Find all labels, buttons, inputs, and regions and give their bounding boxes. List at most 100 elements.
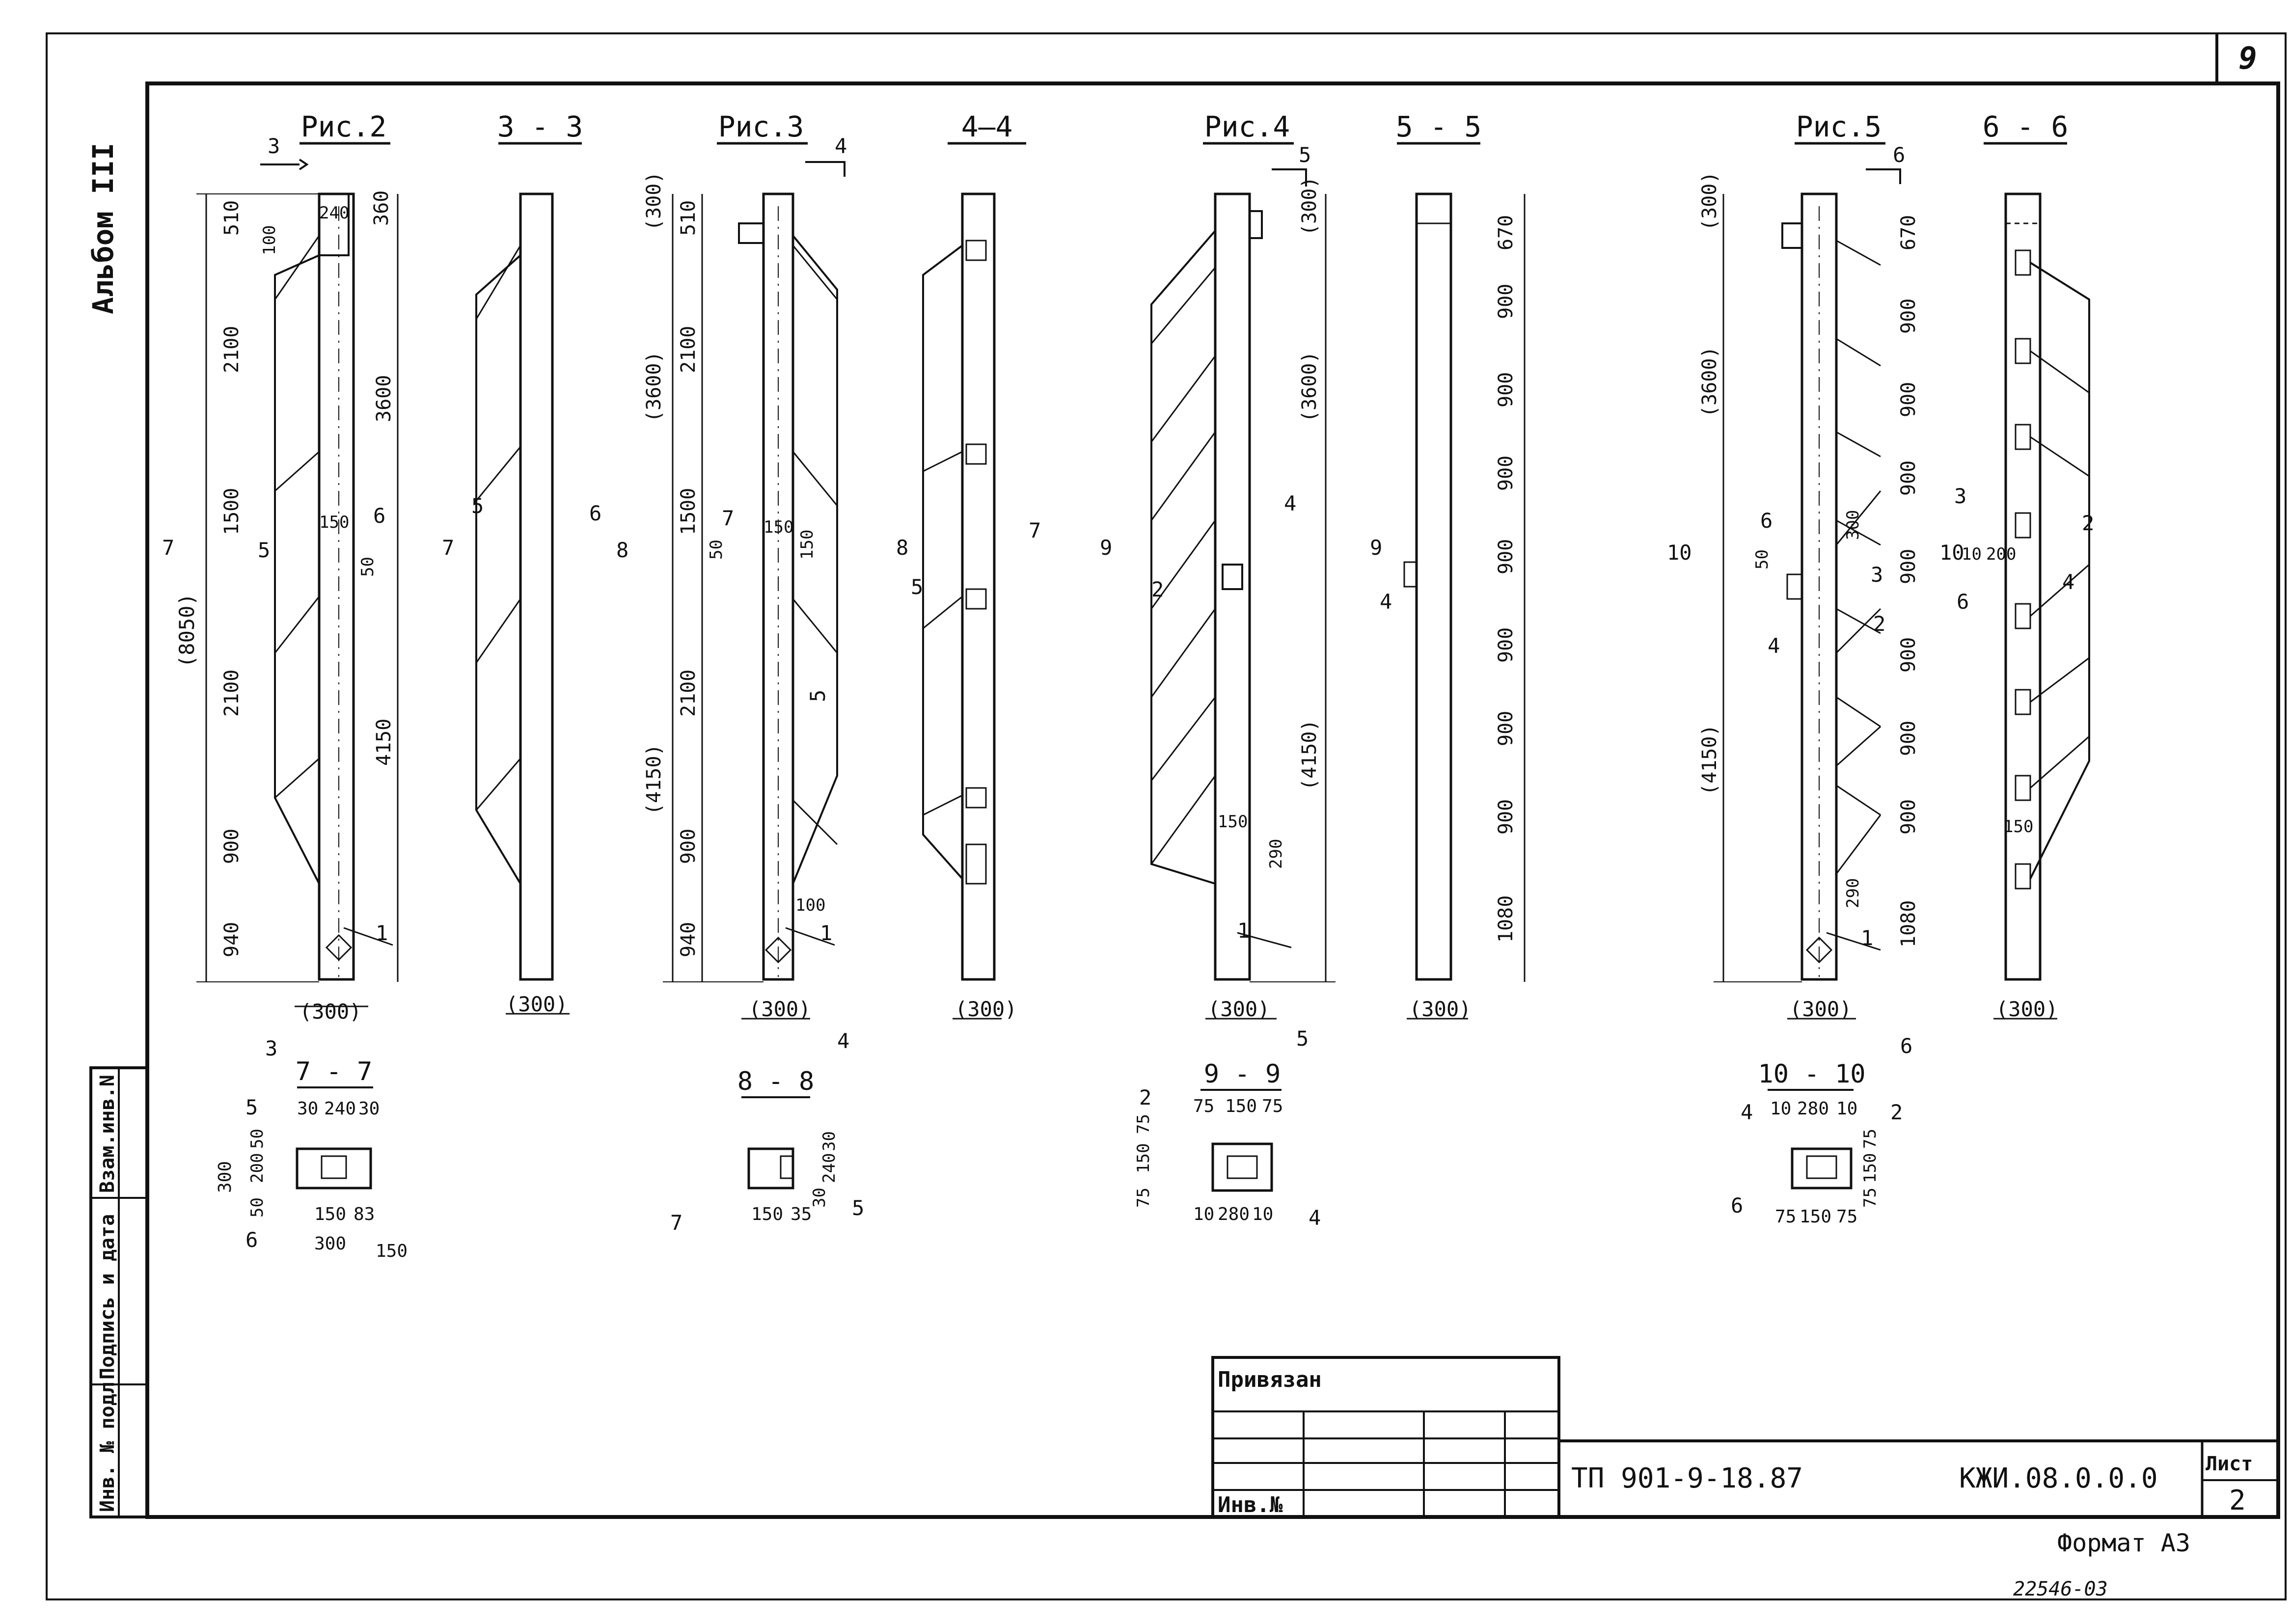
fig2-dim-2100a: 2100 bbox=[220, 326, 243, 373]
fig4-width: (300) bbox=[1208, 997, 1270, 1021]
s77-left-50a: 50 bbox=[247, 1129, 267, 1149]
fig3-dim-150a: 150 bbox=[764, 517, 793, 537]
s77-bottom-300: 300 bbox=[314, 1234, 346, 1254]
callout-6-s33: 6 bbox=[589, 501, 601, 525]
format-label: Формат А3 bbox=[2057, 1529, 2190, 1557]
cut-mark-4-top: 4 bbox=[835, 134, 847, 158]
section-5-5-title: 5 - 5 bbox=[1396, 110, 1482, 143]
s99-left-75b: 75 bbox=[1134, 1188, 1153, 1208]
section-8-8: 8 - 8 30 240 30 150 35 bbox=[737, 1067, 839, 1224]
cut-mark-8-right: 8 bbox=[896, 536, 908, 560]
fig4-dim-150: 150 bbox=[1218, 812, 1248, 832]
section-3-3-title: 3 - 3 bbox=[497, 110, 583, 143]
fig4-dimensions: (300) (3600) (4150) 150 290 (300) bbox=[1208, 177, 1321, 1021]
section-9-9-title: 9 - 9 bbox=[1204, 1059, 1281, 1089]
s55-dim-900a: 900 bbox=[1495, 284, 1517, 319]
callout-5-fig3: 5 bbox=[806, 690, 830, 702]
s1010-top-10a: 10 bbox=[1770, 1099, 1791, 1119]
fig3-dim-50: 50 bbox=[707, 540, 726, 560]
cut-mark-7-left: 7 bbox=[162, 536, 174, 560]
callout-4-s66: 4 bbox=[2062, 570, 2074, 594]
fig4-title: Рис.4 bbox=[1204, 110, 1290, 143]
page-number: 9 bbox=[2238, 40, 2257, 76]
cut-mark-9-left: 9 bbox=[1100, 536, 1112, 560]
fig3-dim-150b: 150 bbox=[797, 530, 817, 560]
fig5-dim-670: 670 bbox=[1897, 215, 1920, 250]
callout-3-s66: 3 bbox=[1954, 484, 1966, 508]
s99-left-150: 150 bbox=[1134, 1143, 1153, 1173]
fig5-dim-900c: 900 bbox=[1897, 460, 1920, 496]
fig4-dim-3600: (3600) bbox=[1298, 352, 1321, 423]
callout-3-fig5: 3 bbox=[1871, 563, 1883, 587]
side-stamp-inv: Инв. № подл bbox=[96, 1382, 119, 1512]
callout-2-s1010: 2 bbox=[1890, 1100, 1903, 1124]
drawing-frame bbox=[145, 81, 2280, 1519]
fig3-width: (300) bbox=[749, 997, 811, 1021]
sheet-label: Лист bbox=[2206, 1453, 2253, 1475]
section-5-5-dimensions: 670 900 900 900 900 900 900 900 1080 bbox=[1495, 215, 1517, 943]
callout-6-s66: 6 bbox=[1957, 590, 1969, 614]
callout-5-s33: 5 bbox=[471, 494, 484, 518]
fig5-dim-900e: 900 bbox=[1897, 637, 1920, 673]
callouts: 1 1 1 1 2 2 2 2 2 3 3 4 4 4 4 4 4 5 5 5 … bbox=[245, 484, 2094, 1252]
callout-6-s1010: 6 bbox=[1731, 1193, 1743, 1218]
s88-right-30a: 30 bbox=[819, 1131, 839, 1151]
fig2-dim-1500: 1500 bbox=[220, 488, 243, 535]
s1010-right-75b: 75 bbox=[1860, 1188, 1880, 1208]
callout-5-s44: 5 bbox=[911, 575, 923, 599]
fig5-dim-300: (300) bbox=[1698, 172, 1721, 231]
callout-1-fig5: 1 bbox=[1861, 926, 1873, 950]
fig2-dim-900: 900 bbox=[220, 829, 243, 864]
s99-bottom-280: 280 bbox=[1218, 1204, 1250, 1224]
section-6-6-width: (300) bbox=[1996, 997, 2058, 1021]
fig2-dim-300: (300) bbox=[300, 1000, 361, 1024]
s1010-top-10b: 10 bbox=[1836, 1099, 1857, 1119]
fig4-dim-4150: (4150) bbox=[1298, 720, 1321, 791]
fig2-dim-360: 360 bbox=[370, 190, 393, 226]
fig3-dimensions: (300) (3600) (4150) 510 2100 1500 2100 9… bbox=[643, 172, 825, 1021]
section-5-5-drawing: (300) bbox=[1403, 192, 1526, 1021]
section-8-8-title: 8 - 8 bbox=[737, 1067, 815, 1096]
fig2-dim-50: 50 bbox=[358, 557, 378, 577]
section-7-7: 7 - 7 30 240 30 300 50 200 50 150 83 300… bbox=[215, 1057, 408, 1261]
s55-dim-900g: 900 bbox=[1495, 799, 1517, 835]
s1010-bottom-75b: 75 bbox=[1836, 1207, 1857, 1227]
section-10-10-title: 10 - 10 bbox=[1758, 1059, 1865, 1089]
fig3-dim-2100b: 2100 bbox=[677, 670, 700, 717]
figure-titles: Рис.2 Рис.3 Рис.4 Рис.5 3 - 3 4—4 5 - 5 … bbox=[300, 110, 2068, 145]
side-stamp-sign: Подпись и дата bbox=[96, 1214, 119, 1380]
section-4-4-width: (300) bbox=[955, 997, 1017, 1021]
s99-top-150: 150 bbox=[1225, 1096, 1257, 1116]
callout-5-s77: 5 bbox=[245, 1095, 258, 1119]
callout-4-s55: 4 bbox=[1380, 590, 1392, 614]
fig5-dim-50: 50 bbox=[1752, 549, 1772, 569]
s99-top-75b: 75 bbox=[1262, 1096, 1283, 1116]
section-4-4-title: 4—4 bbox=[961, 110, 1013, 143]
callout-6-fig2: 6 bbox=[373, 504, 385, 528]
fig2-dim-4150: 4150 bbox=[373, 719, 395, 766]
section-5-5-width: (300) bbox=[1409, 997, 1471, 1021]
callout-4-fig4: 4 bbox=[1284, 491, 1296, 515]
callout-2-fig4: 2 bbox=[1151, 577, 1164, 601]
cut-mark-6-top: 6 bbox=[1893, 143, 1905, 167]
callout-7-fig3: 7 bbox=[722, 506, 734, 530]
s99-left-75a: 75 bbox=[1134, 1114, 1153, 1134]
fig4-drawing bbox=[1150, 192, 1336, 1020]
callout-2-s99: 2 bbox=[1139, 1085, 1151, 1110]
archive-number: 22546-03 bbox=[2013, 1578, 2108, 1600]
side-stamp-replaced: Взам.инв.N bbox=[96, 1075, 119, 1193]
callout-1-fig2: 1 bbox=[376, 921, 388, 945]
s99-top-75a: 75 bbox=[1193, 1096, 1214, 1116]
s77-top-30b: 30 bbox=[358, 1099, 380, 1119]
fig2-drawing bbox=[196, 192, 399, 1007]
fig3-dim-100: 100 bbox=[795, 895, 825, 915]
fig5-drawing bbox=[1714, 192, 1882, 1020]
fig2-dim-150: 150 bbox=[319, 513, 349, 532]
s55-dim-900e: 900 bbox=[1495, 627, 1517, 663]
side-stamp: Инв. № подл Подпись и дата Взам.инв.N bbox=[89, 1066, 149, 1518]
album-label: Альбом III bbox=[86, 143, 120, 314]
fig5-dimensions: (300) (3600) (4150) 670 900 900 900 900 … bbox=[1698, 172, 1920, 1021]
callout-7-s88: 7 bbox=[670, 1211, 682, 1235]
fig2-title: Рис.2 bbox=[301, 110, 387, 143]
